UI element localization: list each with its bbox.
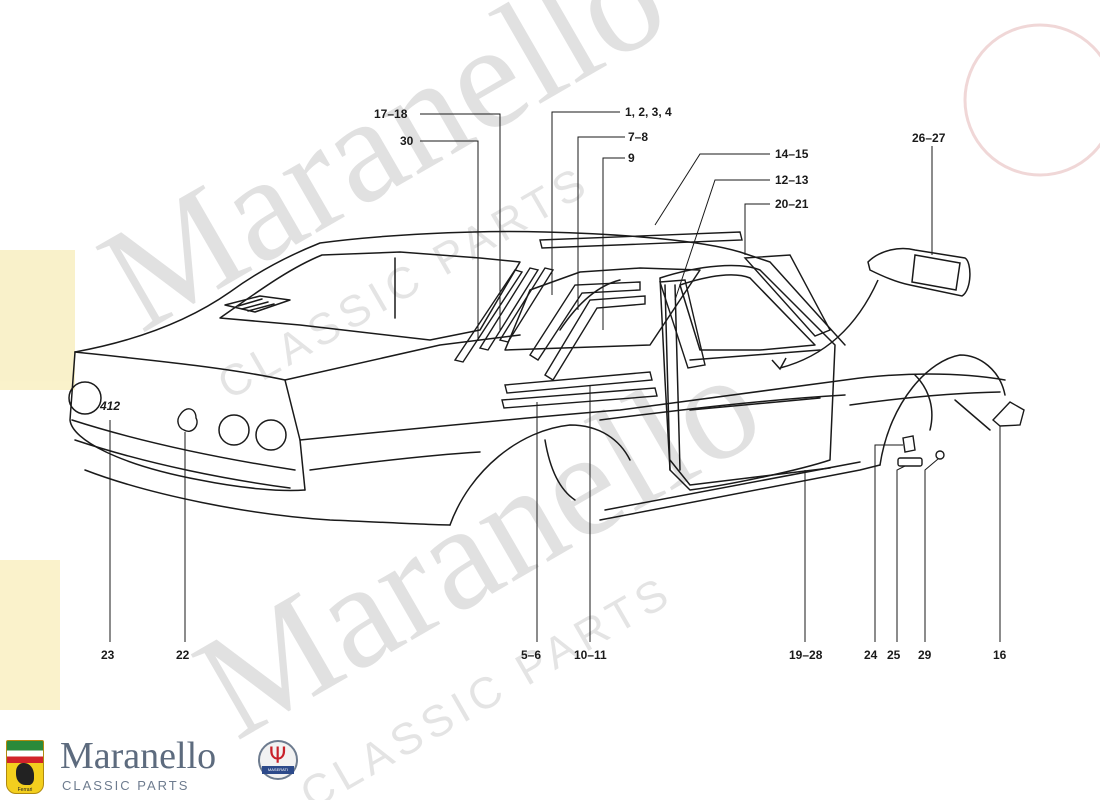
callout-25: 25 [887, 648, 901, 662]
side-beltline [299, 373, 1006, 441]
callout-20-21: 20–21 [775, 197, 809, 211]
rear-window [219, 251, 521, 341]
part-seal-1-4 [498, 267, 555, 343]
watermark-maserati-badge [963, 23, 1100, 177]
rear-arch-inner [544, 439, 576, 501]
maserati-badge-icon: Ψ MASERATI [258, 740, 298, 780]
seal-parts [453, 231, 831, 409]
mirror-leader [779, 279, 879, 369]
part-seal-14-15 [539, 231, 743, 249]
leader-24 [874, 444, 903, 642]
callout-5-6: 5–6 [521, 648, 541, 662]
badge-label: MASERATI [262, 766, 294, 774]
tail-light-right-inner [218, 414, 250, 446]
part-seal-20-21 [743, 254, 831, 337]
horse-emblem-icon [177, 408, 198, 432]
shield-label: Ferrari [17, 787, 33, 793]
callout-14-15: 14–15 [775, 147, 809, 161]
callout-16: 16 [993, 648, 1007, 662]
leader-14-15 [654, 153, 770, 226]
part-16 [991, 401, 1025, 427]
front-arch-inner [914, 374, 933, 431]
roof-line [74, 230, 846, 353]
callout-19-28: 19–28 [789, 648, 823, 662]
model-badge-text: 412 [99, 399, 120, 413]
door-crease [689, 397, 821, 411]
callout-labels: 17–18 30 1, 2, 3, 4 7–8 9 14–15 12–13 20… [101, 105, 1007, 662]
leader-12-13 [674, 179, 770, 301]
callout-22: 22 [176, 648, 190, 662]
callout-23: 23 [101, 648, 115, 662]
car-body [68, 230, 1006, 526]
rear-bumper-low [84, 469, 451, 526]
part-25 [897, 457, 923, 467]
front-door-window [679, 274, 816, 351]
side-molding-front [849, 391, 1001, 406]
front-door-outline [659, 264, 836, 491]
ferrari-shield-icon: Ferrari [6, 740, 44, 794]
callout-30: 30 [400, 134, 414, 148]
quarter-glass-line [559, 279, 621, 331]
prancing-horse-icon [16, 763, 34, 785]
rear-wheel-arch [449, 424, 631, 526]
rear-bumper-top [71, 419, 296, 471]
rear-panel [69, 351, 306, 492]
leader-lines [109, 111, 1001, 642]
rear-quarter-edge [284, 379, 306, 491]
part-24 [902, 435, 916, 453]
leader-30 [420, 140, 479, 340]
part-seal-12-13 [659, 279, 706, 369]
part-seal-10-11 [504, 371, 653, 394]
brand-logo: Ferrari Maranello CLASSIC PARTS Ψ MASERA… [6, 736, 306, 796]
front-wheel-arch [879, 354, 1006, 466]
rear-deck [74, 334, 521, 381]
mirror-housing [867, 247, 971, 297]
leader-29 [924, 458, 939, 642]
part-seal-17-18 [478, 267, 540, 351]
rocker-panel [599, 464, 881, 521]
part-seal-5-6 [501, 387, 658, 409]
rear-bumper-mid [74, 439, 291, 489]
callout-24: 24 [864, 648, 878, 662]
leader-25 [896, 465, 906, 642]
rear-vent [224, 295, 291, 313]
door-belt [689, 349, 821, 361]
leader-9 [602, 157, 625, 330]
callout-1-2-3-4: 1, 2, 3, 4 [625, 105, 672, 119]
callout-26-27: 26–27 [912, 131, 946, 145]
callout-9: 9 [628, 151, 635, 165]
rear-vent-slats [237, 298, 275, 312]
leader-1-4 [551, 111, 620, 295]
leader-17-18 [420, 113, 501, 330]
door-seal-bottom [669, 459, 831, 486]
callout-12-13: 12–13 [775, 173, 809, 187]
tail-light-left [68, 381, 102, 415]
brand-name: Maranello [60, 735, 217, 777]
leader-20-21 [744, 203, 770, 255]
trident-icon: Ψ [269, 744, 287, 769]
watermark-ferrari-shield [0, 250, 75, 390]
part-seal-7-8 [529, 281, 641, 361]
leader-7-8 [577, 136, 625, 310]
callout-7-8: 7–8 [628, 130, 648, 144]
callout-29: 29 [918, 648, 932, 662]
door-seal-rear [664, 284, 681, 471]
part-seal-30 [453, 269, 524, 363]
side-molding-mid [599, 394, 846, 421]
brand-subtitle: CLASSIC PARTS [62, 778, 190, 793]
callout-10-11: 10–11 [574, 648, 607, 662]
part-29 [935, 450, 945, 460]
small-parts [177, 401, 1025, 467]
mirror-arrow-icon [771, 357, 787, 371]
mirror-glass [911, 254, 961, 291]
tail-light-right-outer [255, 419, 287, 451]
watermark-ferrari-shield-2 [0, 560, 60, 710]
callout-17-18: 17–18 [374, 107, 408, 121]
mirror-part [771, 247, 971, 371]
front-fender-edge [954, 399, 991, 431]
side-molding-rear [309, 451, 481, 471]
rear-door-window-frame [504, 267, 701, 351]
